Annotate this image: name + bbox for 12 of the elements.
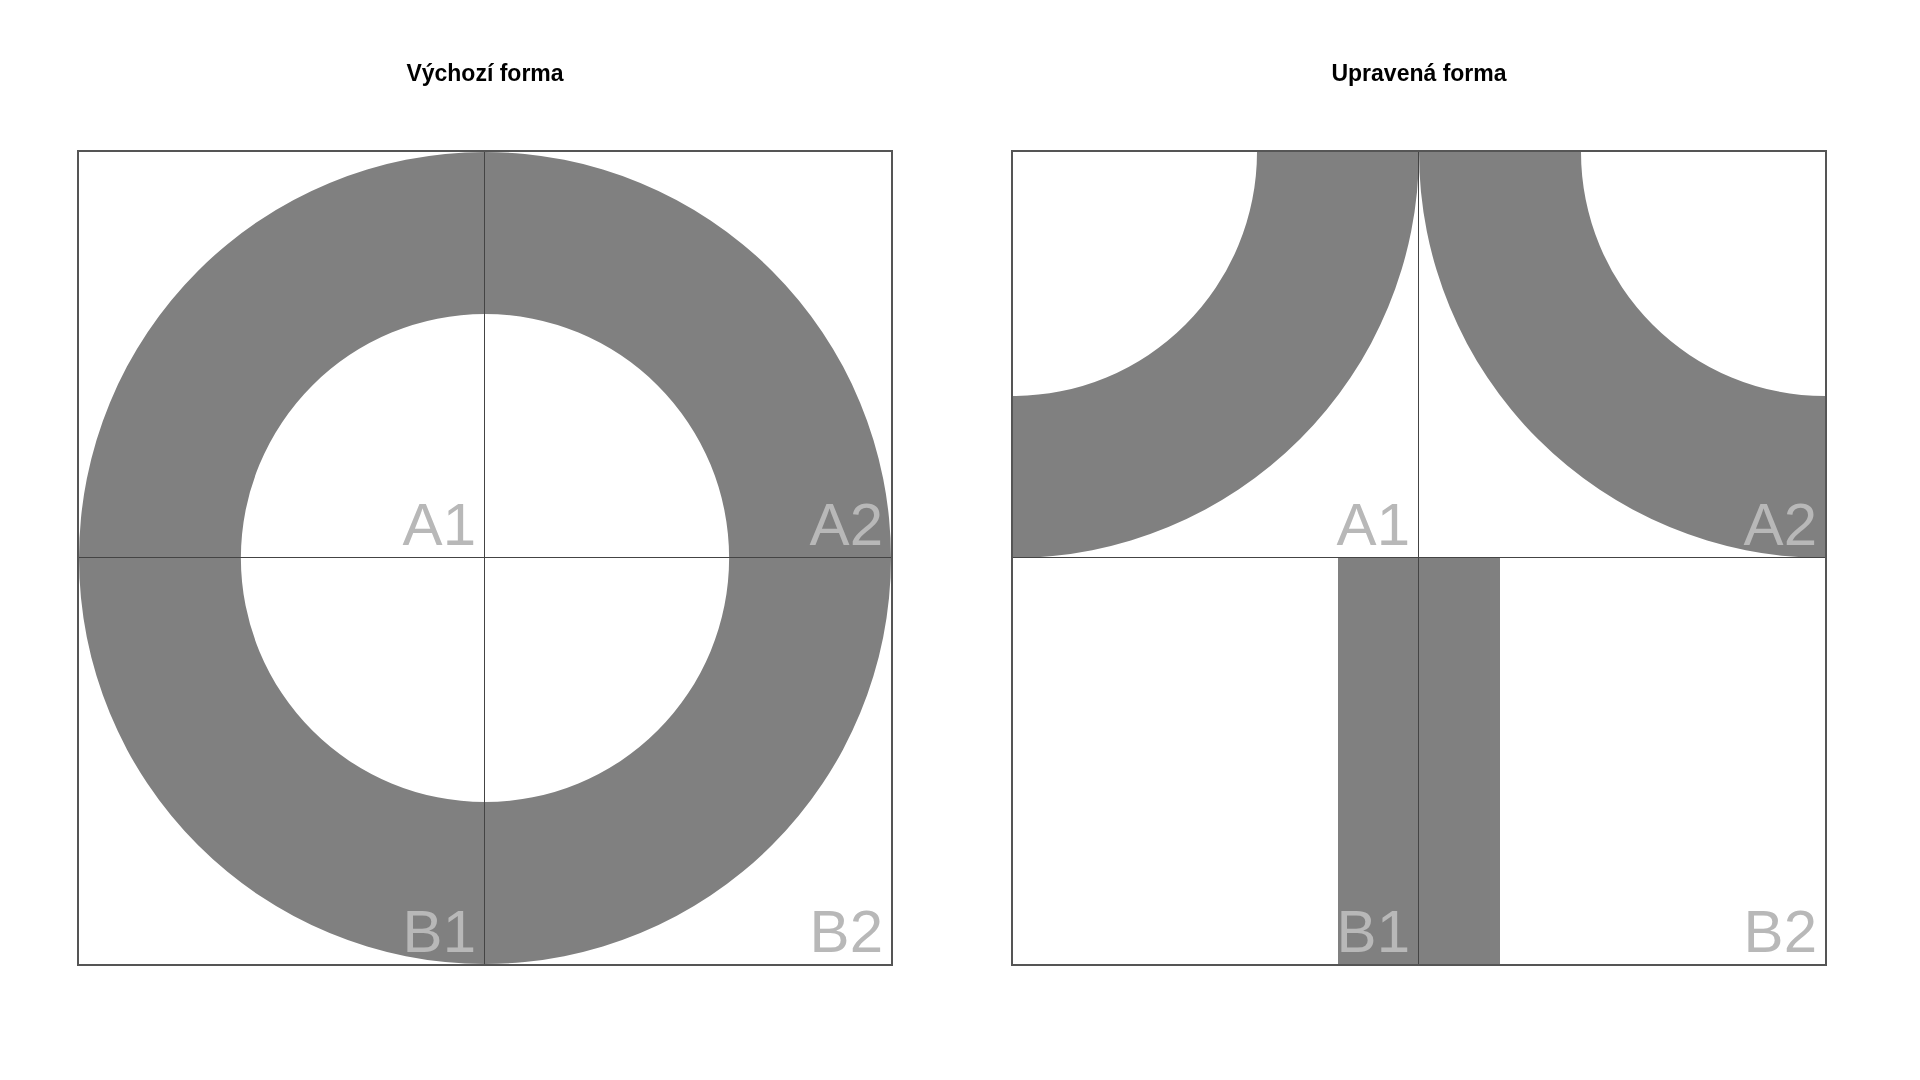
quadrant-label: B2 <box>809 902 884 964</box>
quadrant-label: B1 <box>1336 902 1411 964</box>
panel-heading: Výchozí forma <box>406 62 564 88</box>
quadrant <box>79 152 485 558</box>
quadrant-label: B1 <box>402 902 477 964</box>
panel-heading: Upravená forma <box>1331 62 1507 88</box>
quadrant-label: A1 <box>1336 495 1411 557</box>
quadrant-label: A2 <box>809 495 884 557</box>
quadrant-label: A1 <box>402 495 477 557</box>
quadrant-label: A2 <box>1743 495 1818 557</box>
quadrant <box>1013 152 1419 558</box>
quadrant-label: B2 <box>1743 902 1818 964</box>
